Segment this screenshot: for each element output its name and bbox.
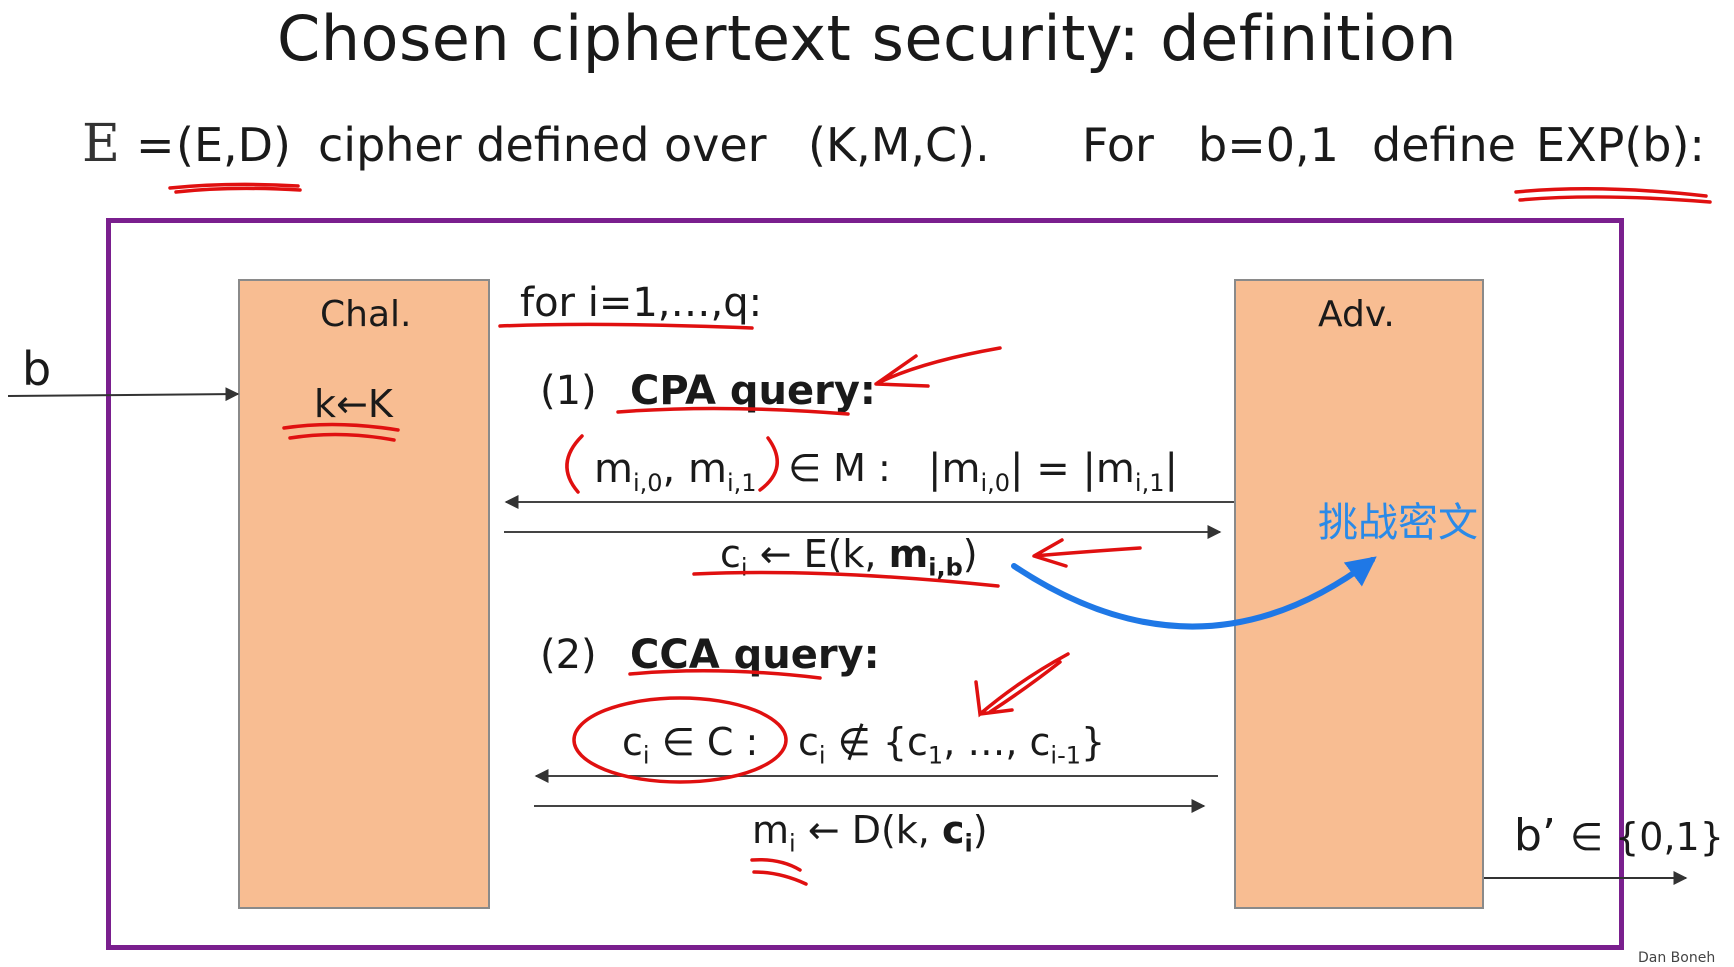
- underline-loop: [498, 322, 754, 330]
- underline-cpa-title: [616, 406, 850, 416]
- cca-response: mi ← D(k, ci): [752, 808, 988, 858]
- paren-right: [758, 436, 780, 492]
- output-bit: b’ ∈ {0,1}: [1514, 810, 1724, 861]
- cpa-message-pair: mi,0, mi,1: [594, 446, 757, 497]
- for-text: For: [1082, 118, 1154, 172]
- blue-curved-arrow: [1011, 556, 1377, 630]
- cpa-number: (1): [540, 368, 597, 414]
- underline-cpa-response: [692, 570, 1000, 588]
- underline-cca-title: [628, 669, 822, 680]
- define-text: define: [1372, 118, 1516, 172]
- key-generation: k←K: [314, 382, 393, 426]
- input-bit: b: [22, 342, 52, 396]
- exp-b: EXP(b):: [1536, 118, 1705, 172]
- circle-ciphertext-membership: [572, 696, 788, 784]
- red-arrow-cpa-response: [1032, 538, 1142, 568]
- cal-e-symbol: E: [82, 114, 120, 174]
- cca-not-previous: ci ∉ {c1, …, ci-1}: [798, 720, 1106, 770]
- challenge-ciphertext-annotation: 挑战密文: [1318, 500, 1478, 546]
- b-values: b=0,1: [1198, 118, 1339, 172]
- cipher-pair: (E,D): [176, 118, 291, 172]
- cipher-defined-text: cipher defined over: [318, 118, 767, 172]
- red-arrow-cca-query: [974, 652, 1070, 718]
- cpa-query-title: CPA query:: [630, 368, 876, 414]
- author-credit: Dan Boneh: [1638, 950, 1716, 966]
- red-arrow-cpa-query: [874, 346, 1002, 388]
- underline-cipher-pair: [168, 182, 302, 194]
- experiment-frame: [106, 218, 1624, 950]
- challenger-label: Chal.: [320, 294, 412, 335]
- adversary-label: Adv.: [1318, 294, 1395, 335]
- adversary-box: [1234, 279, 1484, 909]
- cpa-response: ci ← E(k, mi,b): [720, 532, 978, 582]
- underline-exp-b: [1514, 187, 1712, 204]
- slide-title: Chosen ciphertext security: definition: [276, 2, 1458, 75]
- paren-left: [565, 434, 584, 494]
- cca-ciphertext-membership: ci ∈ C :: [622, 720, 759, 770]
- equals-sign: =: [136, 118, 175, 172]
- challenger-box: [238, 279, 490, 909]
- cpa-equal-length: |mi,0| = |mi,1|: [928, 446, 1178, 497]
- spaces-tuple: (K,M,C).: [808, 118, 990, 172]
- cpa-message-space: ∈ M :: [788, 446, 891, 490]
- loop-statement: for i=1,…,q:: [520, 280, 763, 326]
- underline-cca-response: [750, 857, 808, 886]
- input-bit-arrow: [7, 387, 240, 402]
- cca-number: (2): [540, 632, 597, 678]
- underline-keygen: [282, 422, 400, 442]
